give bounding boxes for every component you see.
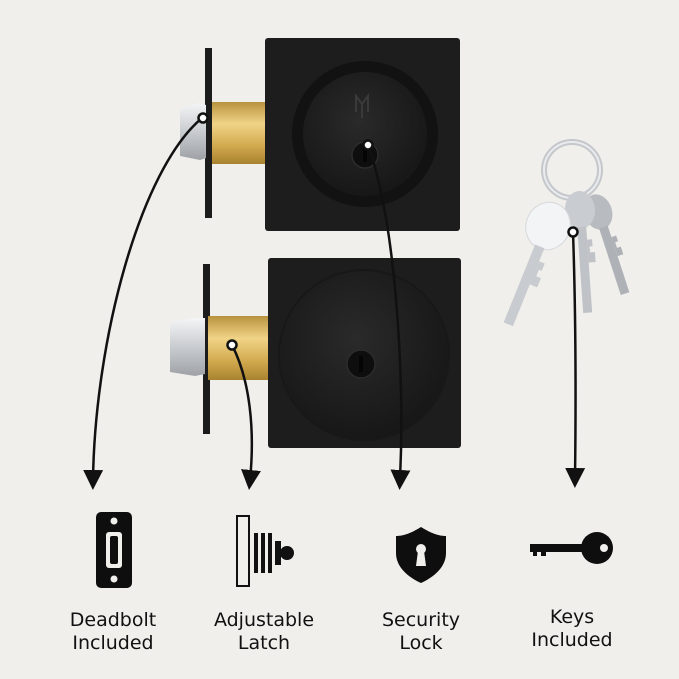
callout-line-latch [230,344,261,490]
feature-label-security: Security Lock [351,609,491,655]
feature-label-deadbolt-line1: Deadbolt [69,609,157,631]
callout-dots [197,112,579,351]
deadbolt-brass-cylinder [212,102,268,164]
key-icon [530,532,613,564]
latch-faceplate [203,264,210,434]
callout-lines [83,117,586,490]
deadbolt-bolt-tip [180,103,206,160]
deadbolt-cylinder-face [303,72,427,196]
feature-label-keys-line1: Keys [549,606,595,628]
feature-label-latch-line1: Adjustable [213,609,315,631]
feature-label-latch: Adjustable Latch [194,609,334,655]
strike-plate-icon [96,512,132,588]
feature-label-security-line2: Lock [399,632,443,654]
deadbolt-assembly [180,38,460,231]
latch-icon [236,515,294,587]
feature-label-deadbolt-line2: Included [72,632,154,654]
callout-line-keys [565,231,586,488]
shield-keyhole-icon [396,527,446,583]
feature-label-deadbolt: Deadbolt Included [43,609,183,655]
feature-label-keys: Keys Included [502,606,642,652]
latch-assembly [170,258,461,448]
feature-label-security-line1: Security [381,609,461,631]
callout-line-deadbolt [83,117,203,490]
latch-tip [170,318,205,376]
feature-label-keys-line2: Included [531,629,613,651]
latch-brass-cylinder [208,316,268,380]
feature-label-latch-line2: Latch [237,632,291,654]
keys-bundle [503,139,630,327]
callout-line-security [366,144,411,490]
brand-logo-icon [355,93,369,118]
deadbolt-faceplate [205,48,212,218]
